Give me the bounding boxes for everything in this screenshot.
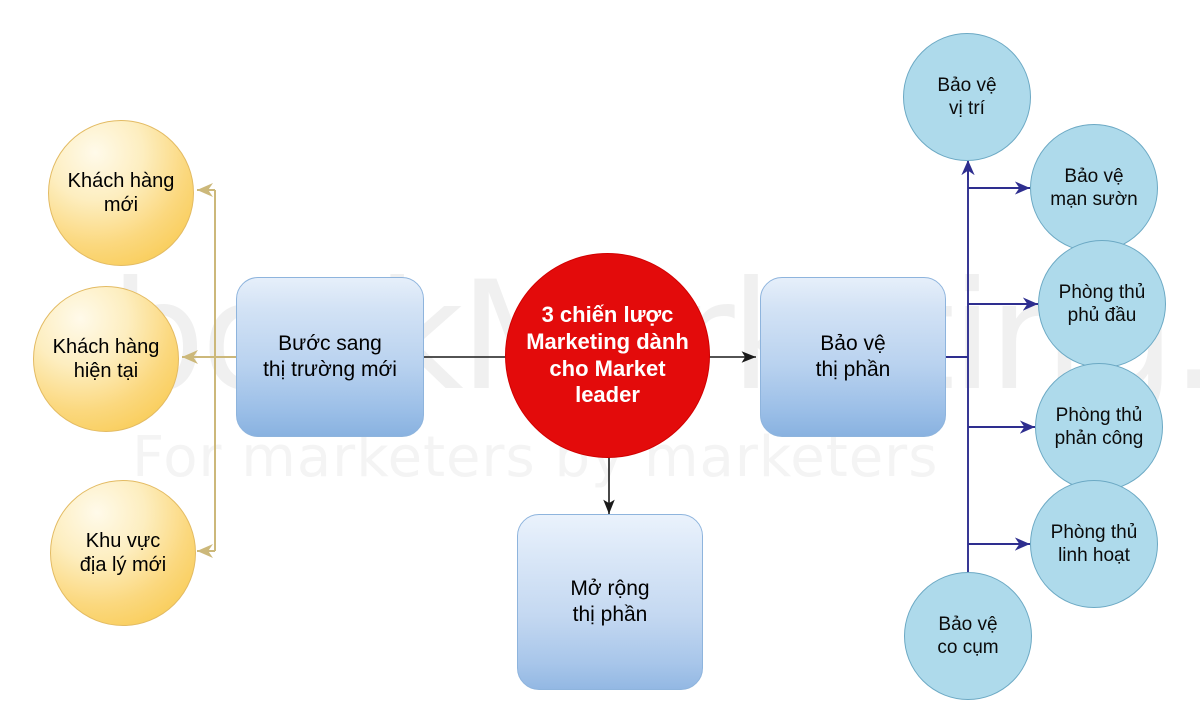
leaf-node-contraction-defense-label: Bảo vệ co cụm — [937, 613, 999, 658]
leaf-node-new-geography-label: Khu vực địa lý mới — [79, 529, 167, 576]
leaf-node-position-defense-label: Bảo vệ vị trí — [937, 74, 997, 119]
leaf-node-counteroffensive-defense-label: Phòng thủ phản công — [1054, 404, 1144, 449]
leaf-node-preemptive-defense-label: Phòng thủ phủ đầu — [1058, 281, 1146, 326]
branch-node-defend-market-share-label: Bảo vệ thị phần — [815, 332, 891, 381]
center-node-label: 3 chiến lược Marketing dành cho Market l… — [526, 301, 689, 408]
leaf-node-new-geography[interactable]: Khu vực địa lý mới — [50, 480, 196, 626]
leaf-node-mobile-defense[interactable]: Phòng thủ linh hoạt — [1030, 480, 1158, 608]
leaf-node-preemptive-defense[interactable]: Phòng thủ phủ đầu — [1038, 240, 1166, 368]
branch-node-enter-new-market-label: Bước sang thị trường mới — [263, 332, 397, 381]
leaf-node-existing-customers-label: Khách hàng hiện tại — [52, 335, 160, 382]
leaf-node-flank-defense-label: Bảo vệ mạn sườn — [1050, 165, 1138, 210]
leaf-node-mobile-defense-label: Phòng thủ linh hoạt — [1050, 521, 1138, 566]
leaf-node-counteroffensive-defense[interactable]: Phòng thủ phản công — [1035, 363, 1163, 491]
leaf-node-new-customers-label: Khách hàng mới — [67, 169, 175, 216]
leaf-node-flank-defense[interactable]: Bảo vệ mạn sườn — [1030, 124, 1158, 252]
leaf-node-new-customers[interactable]: Khách hàng mới — [48, 120, 194, 266]
right-branch-connectors — [946, 160, 1038, 602]
left-branch-connectors — [182, 183, 236, 558]
leaf-node-contraction-defense[interactable]: Bảo vệ co cụm — [904, 572, 1032, 700]
branch-node-expand-market-share[interactable]: Mở rộng thị phần — [517, 514, 703, 690]
leaf-node-position-defense[interactable]: Bảo vệ vị trí — [903, 33, 1031, 161]
branch-node-expand-market-share-label: Mở rộng thị phần — [570, 577, 650, 626]
branch-node-enter-new-market[interactable]: Bước sang thị trường mới — [236, 277, 424, 437]
leaf-node-existing-customers[interactable]: Khách hàng hiện tại — [33, 286, 179, 432]
center-node-strategies[interactable]: 3 chiến lược Marketing dành cho Market l… — [505, 253, 710, 458]
branch-node-defend-market-share[interactable]: Bảo vệ thị phần — [760, 277, 946, 437]
